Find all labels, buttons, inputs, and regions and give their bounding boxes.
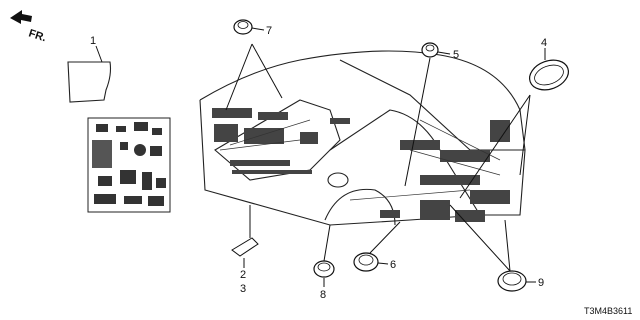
part-8-group: 8 <box>313 224 335 301</box>
rear-window-line <box>339 59 471 151</box>
vehicle-body <box>199 50 526 226</box>
part-2-3-group: 2 3 <box>231 205 259 295</box>
part-7-group: 7 <box>225 19 283 111</box>
grommet-6-icon <box>353 252 379 272</box>
callout-6: 6 <box>390 259 396 271</box>
callout-2: 2 <box>240 269 246 281</box>
rear-quarter-line <box>329 109 481 216</box>
interior-detail-lines <box>219 119 501 201</box>
underbody-detail <box>212 108 510 222</box>
fuel-lid-icon <box>327 172 349 188</box>
firewall-detail-pattern <box>92 122 166 206</box>
roof-line <box>199 50 526 151</box>
callout-4: 4 <box>541 37 547 49</box>
part-6-group: 6 <box>353 221 401 272</box>
callout-5: 5 <box>453 49 459 61</box>
part-4-group: 4 <box>459 37 569 199</box>
callout-9: 9 <box>538 277 544 289</box>
callout-7: 7 <box>266 25 272 37</box>
front-direction-label: FR. <box>27 27 48 44</box>
front-arrow-icon <box>10 10 32 24</box>
diagram-code: T3M4B3611 <box>584 306 632 316</box>
callout-3: 3 <box>240 283 246 295</box>
grommet-7-icon <box>233 19 253 35</box>
part-9-group: 9 <box>449 204 544 292</box>
callout-1: 1 <box>90 35 96 47</box>
rear-wheel-arch <box>324 188 396 226</box>
clip-2-3-icon <box>231 237 259 257</box>
grommet-9-icon <box>497 270 527 292</box>
part-1-group: 1 <box>67 35 171 213</box>
oval-plug-4-icon <box>529 59 569 91</box>
part-1-sheet-icon <box>67 61 112 103</box>
rear-panel-line <box>470 149 526 216</box>
callout-8: 8 <box>320 289 326 301</box>
part-5-group: 5 <box>404 42 459 187</box>
front-direction-indicator: FR. <box>10 10 48 44</box>
